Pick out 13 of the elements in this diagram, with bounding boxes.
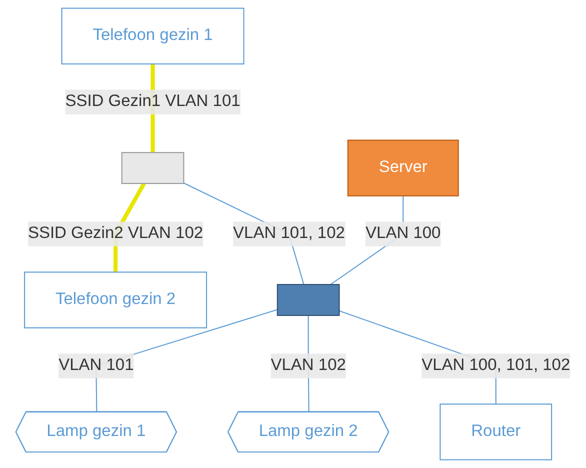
edge-label: SSID Gezin2 VLAN 102 <box>28 224 204 242</box>
node-box: Router <box>440 404 552 460</box>
node-box: Server <box>347 140 459 196</box>
edge-label: SSID Gezin1 VLAN 101 <box>65 92 240 110</box>
edge-label: VLAN 102 <box>270 356 346 374</box>
node-box <box>121 152 184 184</box>
edge-label: VLAN 100, 101, 102 <box>422 356 570 374</box>
edge-label: VLAN 100 <box>366 224 441 242</box>
node-box <box>276 284 340 316</box>
node-box: Telefoon gezin 2 <box>24 272 208 328</box>
node-box: Telefoon gezin 1 <box>61 8 244 64</box>
edge-label: VLAN 101 <box>58 356 134 374</box>
edge-label: VLAN 101, 102 <box>233 224 345 242</box>
